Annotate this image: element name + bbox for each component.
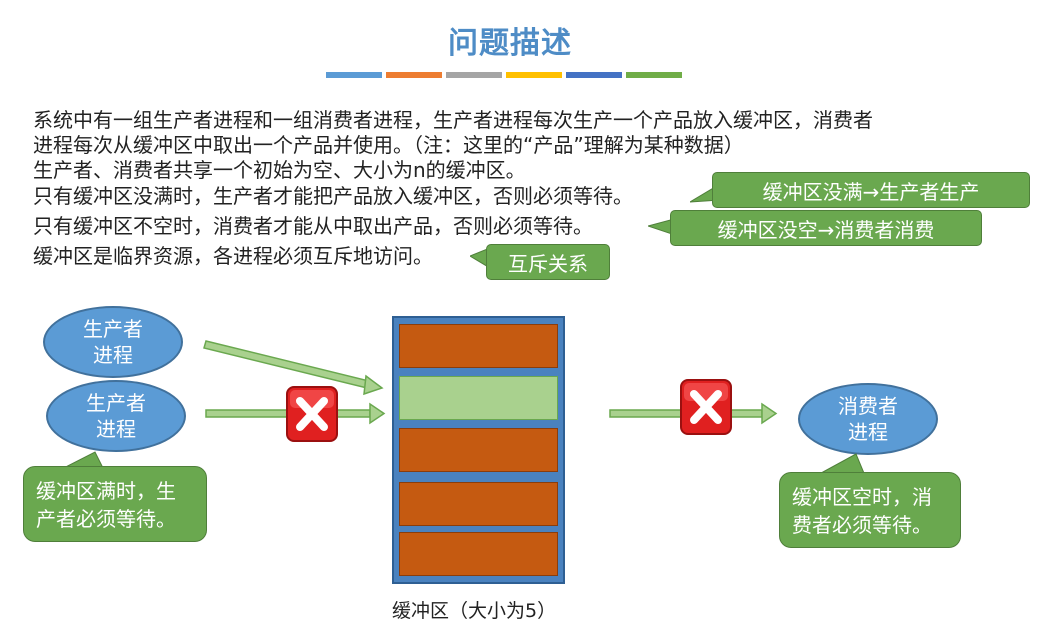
process-label: 生产者 进程 bbox=[83, 317, 143, 367]
title-bar-segment bbox=[326, 72, 382, 78]
problem-text-line: 只有缓冲区没满时，生产者才能把产品放入缓冲区，否则必须等待。 bbox=[33, 184, 633, 208]
process-label: 生产者 进程 bbox=[86, 391, 146, 441]
mutex-callout: 互斥关系 bbox=[486, 244, 610, 280]
title-bar-segment bbox=[626, 72, 682, 78]
producer-wait-note: 缓冲区满时，生 产者必须等待。 bbox=[23, 466, 207, 542]
title-bar-segment bbox=[566, 72, 622, 78]
buffer-slot-full bbox=[399, 532, 558, 576]
page-title: 问题描述 bbox=[448, 26, 572, 61]
producer-rule-callout: 缓冲区没满→生产者生产 bbox=[712, 172, 1030, 208]
problem-text-line: 生产者、消费者共享一个初始为空、大小为n的缓冲区。 bbox=[33, 158, 526, 182]
blocked-x-icon bbox=[286, 386, 338, 442]
buffer-slot-full bbox=[399, 428, 558, 472]
title-bar-segment bbox=[386, 72, 442, 78]
title-bar-segment bbox=[506, 72, 562, 78]
problem-text-line: 进程每次从缓冲区中取出一个产品并使用。（注：这里的“产品”理解为某种数据） bbox=[33, 133, 744, 157]
buffer-slot-full bbox=[399, 324, 558, 368]
title-bar-segment bbox=[446, 72, 502, 78]
consumer-wait-note: 缓冲区空时，消 费者必须等待。 bbox=[779, 472, 961, 548]
buffer bbox=[392, 316, 565, 584]
problem-text-line: 缓冲区是临界资源，各进程必须互斥地访问。 bbox=[33, 244, 433, 268]
consumer-process: 消费者 进程 bbox=[798, 383, 938, 455]
producer1-arrow bbox=[203, 340, 384, 396]
producer-process-1: 生产者 进程 bbox=[43, 306, 183, 378]
buffer-label: 缓冲区（大小为5） bbox=[392, 600, 557, 622]
producer-process-2: 生产者 进程 bbox=[46, 380, 186, 452]
buffer-slot-empty bbox=[399, 376, 558, 420]
problem-text-line: 只有缓冲区不空时，消费者才能从中取出产品，否则必须等待。 bbox=[33, 214, 593, 238]
process-label: 消费者 进程 bbox=[838, 394, 898, 444]
buffer-slot-full bbox=[399, 482, 558, 526]
blocked-x-icon bbox=[680, 379, 732, 435]
consumer-rule-callout: 缓冲区没空→消费者消费 bbox=[670, 210, 982, 246]
callout-pointer bbox=[470, 247, 490, 269]
problem-text-line: 系统中有一组生产者进程和一组消费者进程，生产者进程每次生产一个产品放入缓冲区，消… bbox=[33, 108, 873, 132]
